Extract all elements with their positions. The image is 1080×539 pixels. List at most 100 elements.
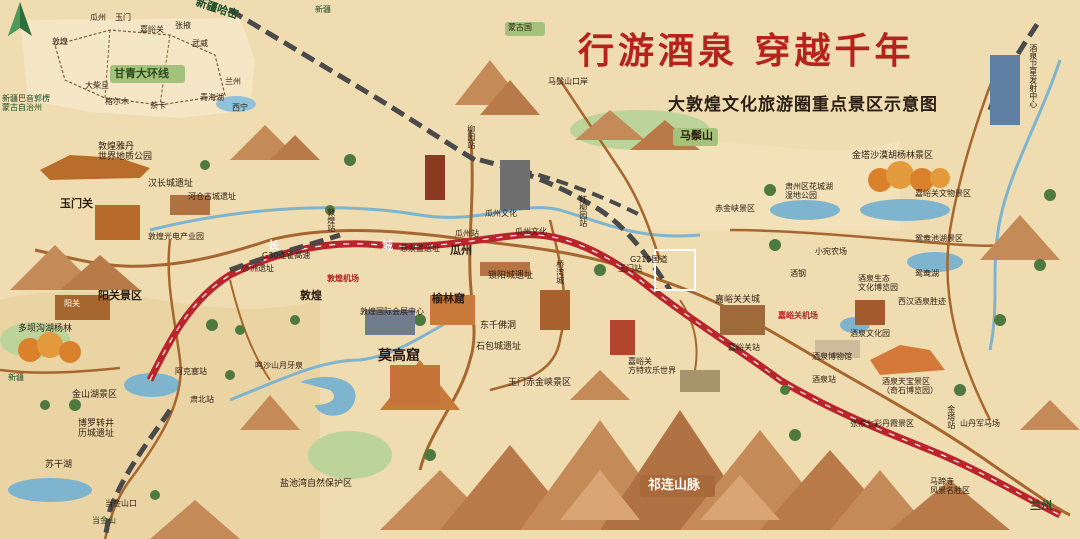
mountain bbox=[700, 475, 780, 520]
place-label: 瓜州文化 bbox=[485, 209, 517, 218]
dongqian-buddha bbox=[540, 290, 570, 330]
mountain bbox=[150, 500, 240, 539]
station-label: 柳园站 bbox=[466, 125, 476, 149]
highway-label: G30连霍高速 bbox=[262, 251, 311, 260]
jiuquan-museum bbox=[815, 340, 860, 358]
mogao-caves-cliff bbox=[390, 365, 440, 405]
place-label: 酒泉天宝景区 （奇石博览园） bbox=[882, 377, 938, 395]
place-label: 石包城遗址 bbox=[476, 342, 522, 352]
gansu-loop-label: 甘青大环线 bbox=[114, 67, 169, 80]
place-label: 鸣沙山月牙泉 bbox=[255, 361, 303, 370]
grassland bbox=[308, 431, 392, 479]
place-label: 鸳鸯湖 bbox=[915, 269, 939, 278]
mountain bbox=[830, 470, 930, 530]
range-label: 祁连山脉 bbox=[648, 478, 701, 493]
direction-label: 新疆 bbox=[315, 5, 331, 14]
city-label: 瓜州 bbox=[450, 244, 472, 257]
place-label: 赤金峡景区 bbox=[715, 204, 755, 213]
inset-city-label: 大柴旦 bbox=[85, 81, 109, 90]
place-label: 肃州区花城湖 湿地公园 bbox=[785, 182, 833, 200]
station-label: 瓜州站 bbox=[455, 229, 479, 238]
highway-label: G215国道 bbox=[630, 255, 668, 264]
inset-loop-route bbox=[54, 29, 226, 106]
place-label: 瓜州文化 bbox=[515, 227, 547, 236]
inset-city-label: 张掖 bbox=[175, 21, 191, 30]
place-label: 嘉峪关机场 bbox=[778, 311, 818, 320]
place-label: 马蹄寺 风景名胜区 bbox=[930, 477, 970, 495]
road bbox=[489, 219, 566, 392]
place-label: 金塔沙漠胡杨林景区 bbox=[852, 151, 934, 161]
direction-label: 兰州 bbox=[1030, 499, 1052, 512]
place-label: 锁阳城遗址 bbox=[488, 271, 534, 281]
railway-line bbox=[479, 157, 673, 292]
mountain bbox=[270, 135, 320, 160]
place-label: 汉长城遗址 bbox=[148, 179, 194, 189]
place-label: 敦煌国际会展中心 bbox=[360, 307, 424, 316]
place-label: 当金山口 bbox=[105, 499, 137, 508]
suoyang-ruins bbox=[480, 262, 530, 276]
station-label: 阿克塞站 bbox=[175, 367, 207, 376]
qilian-mountains bbox=[380, 410, 1010, 530]
place-label: 玉门赤金峡景区 bbox=[508, 378, 572, 388]
inset-city-label: 瓜州 bbox=[90, 13, 106, 22]
yulin-caves bbox=[430, 295, 475, 325]
qilian-badge bbox=[640, 475, 715, 497]
mongolia-label: 蒙古国 bbox=[508, 23, 532, 32]
place-label: 嘉峪关 方特欢乐世界 bbox=[628, 357, 676, 375]
place-label: 苏干湖 bbox=[45, 460, 73, 470]
place-label: 榆林窟 bbox=[432, 292, 465, 305]
wind-turbines bbox=[654, 249, 696, 291]
dunhuang-convention bbox=[365, 310, 415, 335]
place-label: 金山湖景区 bbox=[72, 390, 118, 400]
place-label: 酒泉生态 文化博览园 bbox=[858, 274, 898, 292]
mountain bbox=[1020, 400, 1080, 430]
sugan-lake bbox=[8, 478, 92, 502]
place-label: 小宛农场 bbox=[815, 247, 847, 256]
place-label: 酒泉文化园 bbox=[850, 329, 890, 338]
railway-line bbox=[228, 7, 477, 163]
inset-city-label: 武威 bbox=[192, 39, 208, 48]
road bbox=[103, 239, 182, 539]
place-label: 嘉峪关关城 bbox=[715, 295, 761, 305]
dang-river bbox=[229, 308, 471, 402]
inset-city-label: 嘉峪关 bbox=[140, 25, 164, 34]
place-label: 酒钢 bbox=[790, 269, 806, 278]
direction-label: 当金山 bbox=[92, 516, 116, 525]
inset-city-label: 青海湖 bbox=[200, 93, 224, 102]
guazhou-tower bbox=[425, 155, 445, 200]
place-label: 沙洲遗址 bbox=[242, 264, 274, 273]
place-label: 悬泉置遗址 bbox=[400, 244, 440, 253]
place-label: 鸳鸯池湖景区 bbox=[915, 234, 963, 243]
place-label: 河仓古城遗址 bbox=[188, 192, 236, 201]
yumen-arch bbox=[500, 160, 530, 210]
place-label: 盐池湾自然保护区 bbox=[280, 479, 353, 489]
great-wall-char: 长 bbox=[268, 239, 279, 252]
great-wall-char: 城 bbox=[382, 239, 393, 252]
yuanyang-lake bbox=[907, 252, 963, 272]
railway-line bbox=[102, 408, 173, 539]
danxia-landform bbox=[870, 345, 945, 375]
yardang-landform bbox=[40, 155, 150, 180]
gansu-loop-badge bbox=[110, 65, 185, 83]
trees bbox=[40, 154, 1056, 500]
yumen-red bbox=[610, 320, 635, 355]
place-label: 玉门关 bbox=[60, 197, 93, 210]
station-label: 金塔站 bbox=[946, 405, 956, 429]
station-label: 红柳园站 bbox=[578, 195, 588, 227]
jiuquan-satellite-tower bbox=[990, 55, 1020, 125]
inset-city-label: 敦煌 bbox=[52, 37, 68, 46]
north-river bbox=[988, 59, 1062, 351]
place-label: 酒泉卫星发射中心 bbox=[1028, 44, 1038, 108]
road bbox=[34, 229, 1071, 517]
place-label: 阳关景区 bbox=[98, 289, 142, 302]
suzhou-lake bbox=[770, 200, 840, 220]
mountain bbox=[480, 80, 540, 115]
place-label: 敦煌雅丹 世界地质公园 bbox=[98, 142, 153, 162]
map-title: 行游酒泉 穿越千年 bbox=[578, 30, 915, 72]
inset-city-label: 茶卡 bbox=[150, 101, 166, 110]
mongolia-badge bbox=[505, 22, 545, 36]
mountain bbox=[560, 470, 640, 520]
landmarks bbox=[55, 55, 1020, 405]
